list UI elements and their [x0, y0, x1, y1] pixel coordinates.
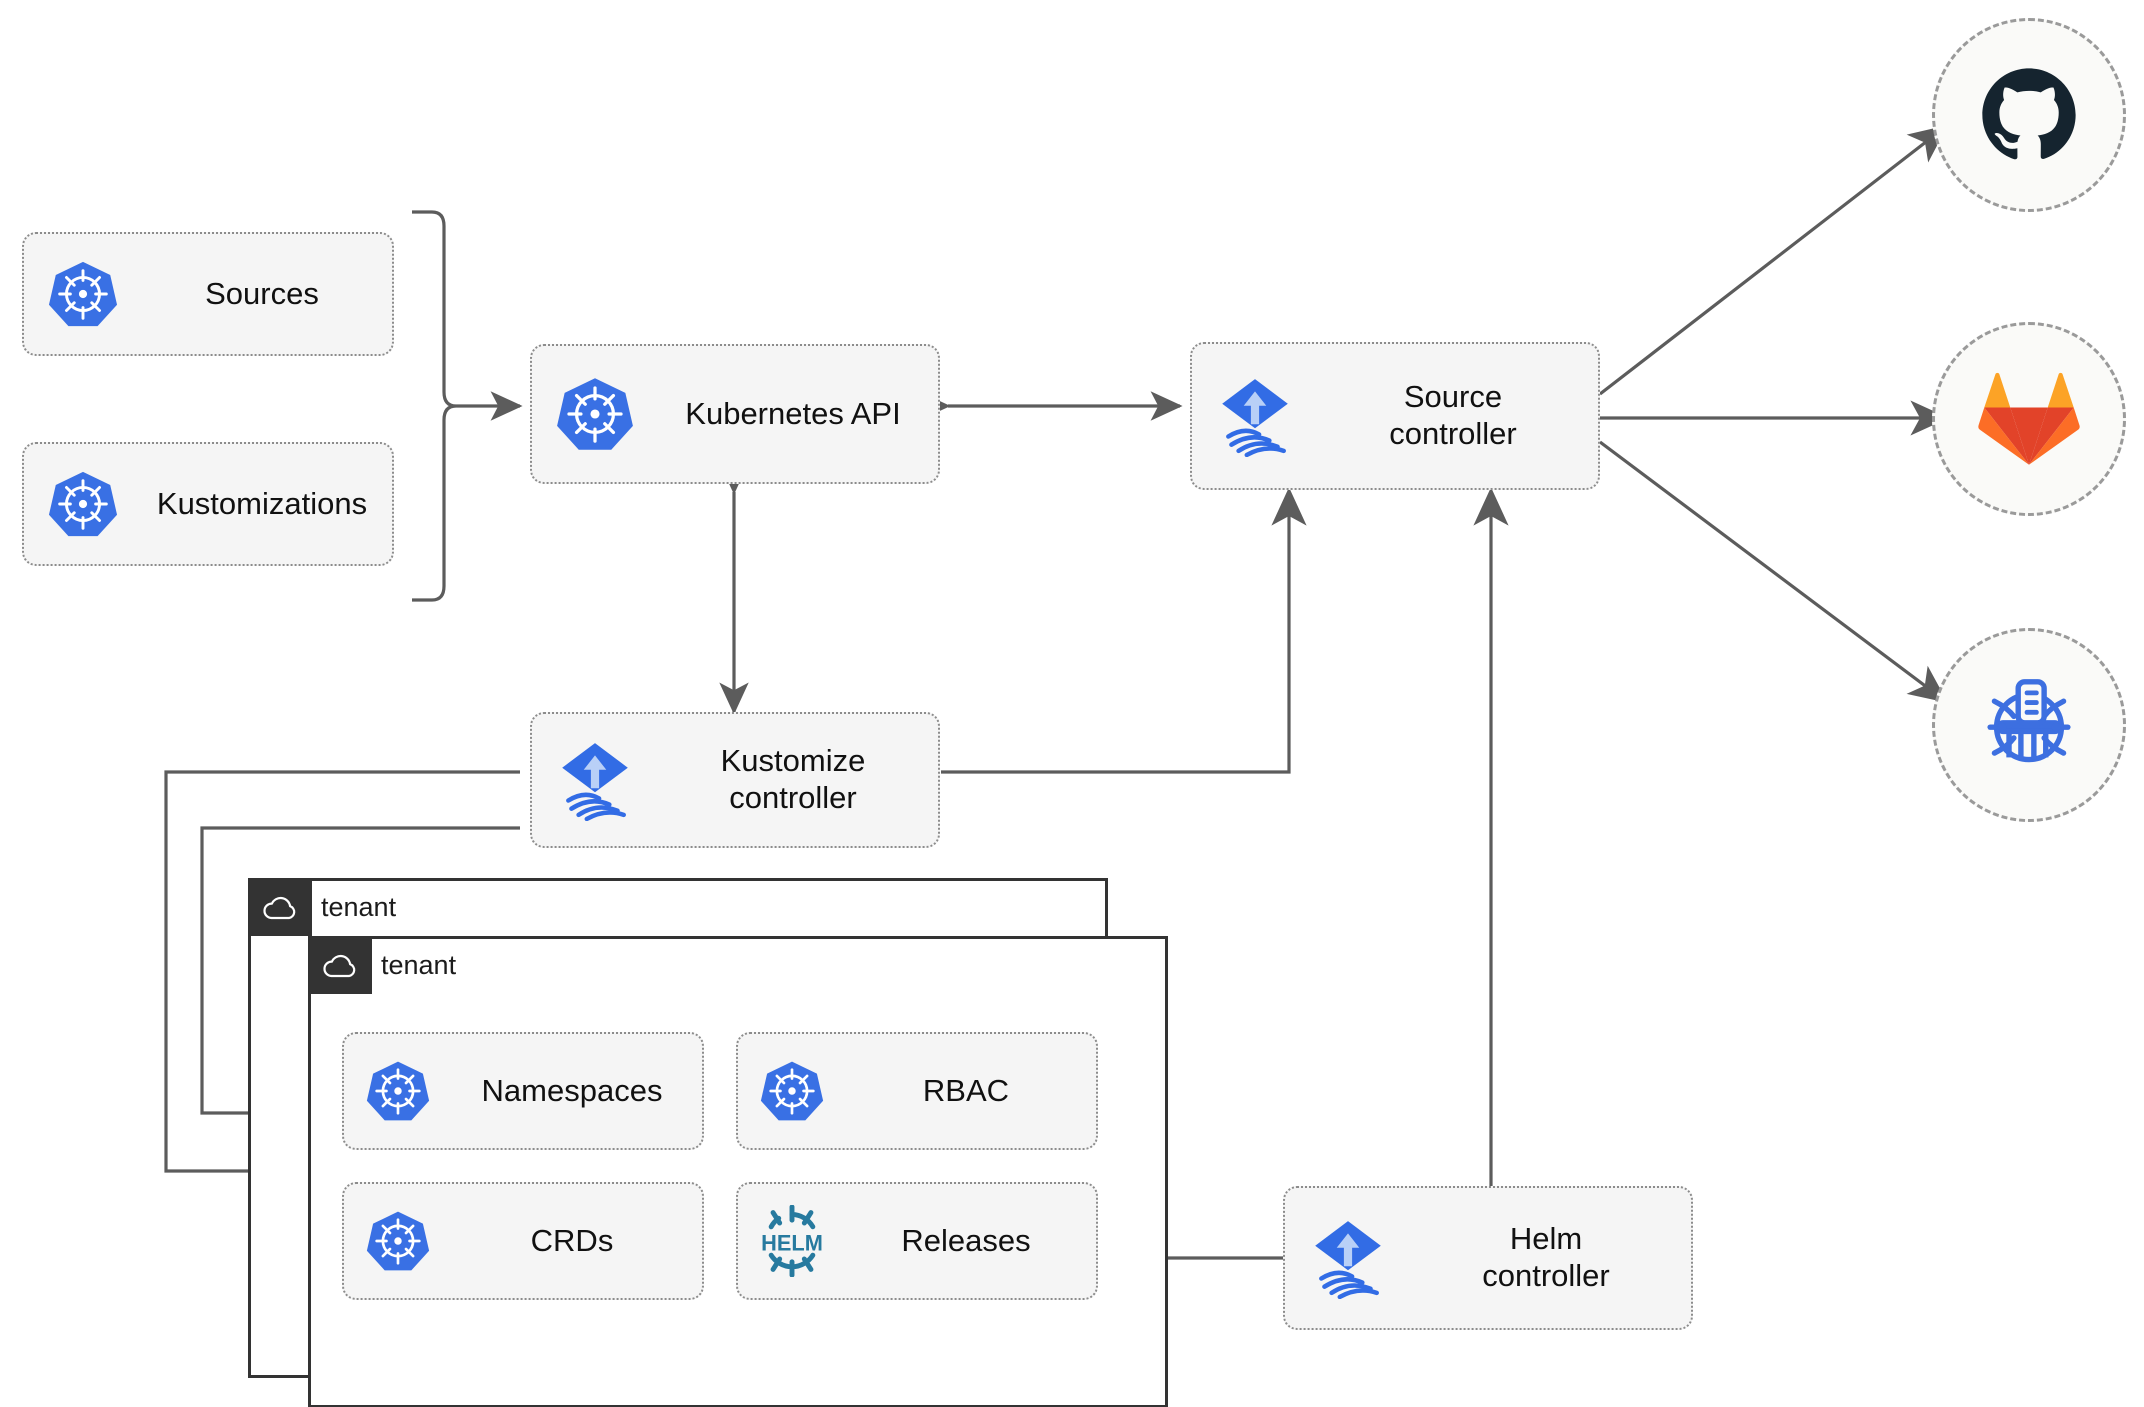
node-label: Source controller — [1389, 379, 1517, 451]
node-source-controller[interactable]: Source controller — [1190, 342, 1600, 490]
helm-repository-icon — [1987, 679, 2071, 763]
node-kustomize-controller[interactable]: Kustomize controller — [530, 712, 940, 848]
node-sources[interactable]: Sources — [22, 232, 394, 356]
provider-github[interactable] — [1932, 18, 2126, 212]
flux-icon — [1192, 375, 1318, 457]
node-label: Namespaces — [481, 1072, 663, 1108]
node-label: CRDs — [530, 1222, 614, 1258]
flux-icon — [532, 739, 658, 821]
provider-gitlab[interactable] — [1932, 322, 2126, 516]
node-namespaces[interactable]: Namespaces — [342, 1032, 704, 1150]
node-label: Helm controller — [1482, 1221, 1610, 1293]
node-rbac[interactable]: RBAC — [736, 1032, 1098, 1150]
node-label: Releases — [901, 1222, 1031, 1258]
kubernetes-icon — [24, 259, 142, 329]
gitlab-icon — [1978, 372, 2080, 465]
node-label: Kubernetes API — [685, 395, 901, 431]
kubernetes-icon — [532, 375, 658, 453]
node-label: Kustomizations — [156, 485, 368, 521]
kubernetes-icon — [344, 1209, 452, 1273]
tenant-container-inner: tenant — [308, 936, 1168, 1407]
node-label: RBAC — [922, 1072, 1010, 1108]
cloud-icon — [308, 936, 372, 994]
github-icon — [1982, 68, 2076, 160]
node-label: Sources — [205, 275, 319, 311]
cloud-icon — [248, 878, 312, 936]
flux-icon — [1285, 1217, 1411, 1299]
node-crds[interactable]: CRDs — [342, 1182, 704, 1300]
svg-text:HELM: HELM — [761, 1230, 823, 1255]
kubernetes-icon — [344, 1059, 452, 1123]
provider-helm-repository[interactable] — [1932, 628, 2126, 822]
helm-icon: HELM — [738, 1205, 846, 1277]
node-releases[interactable]: HELM Releases — [736, 1182, 1098, 1300]
tenant-label-inner: tenant — [381, 949, 457, 980]
node-kustomizations[interactable]: Kustomizations — [22, 442, 394, 566]
kubernetes-icon — [24, 469, 142, 539]
node-kubernetes-api[interactable]: Kubernetes API — [530, 344, 940, 484]
node-label: Kustomize controller — [720, 743, 866, 815]
tenant-label-outer: tenant — [321, 891, 397, 922]
node-helm-controller[interactable]: Helm controller — [1283, 1186, 1693, 1330]
kubernetes-icon — [738, 1059, 846, 1123]
